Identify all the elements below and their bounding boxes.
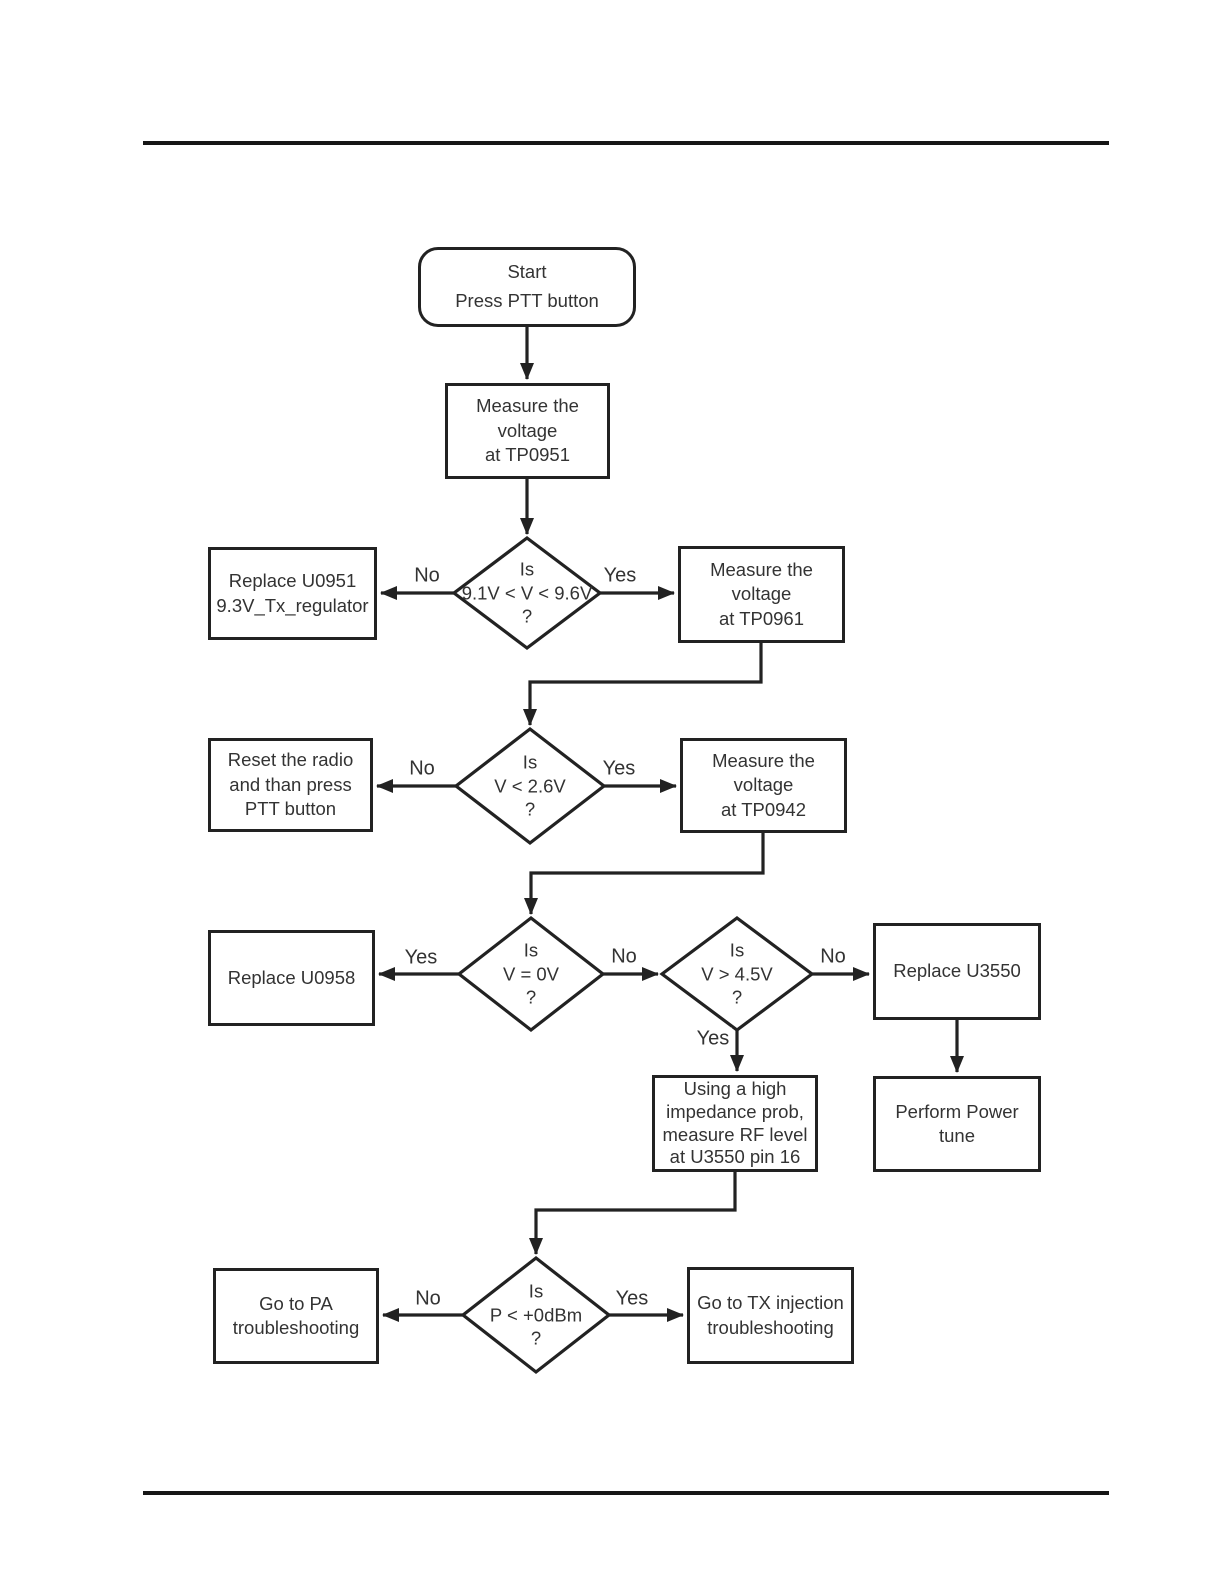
decision-diamond-p0dbm: [460, 1255, 612, 1375]
node-measure-tp0942: Measure the voltage at TP0942: [680, 738, 847, 833]
decision-text-v0: Is V = 0V ?: [502, 939, 560, 1008]
decision-diamond-v45: [659, 916, 815, 1032]
decision-text-tp0951: Is 9.1V < V < 9.6V ?: [461, 558, 593, 627]
edge-label-d5-yes: Yes: [613, 1287, 651, 1311]
edge-label-d3-yes: Yes: [402, 946, 440, 970]
edge-measure-tp0942-to-decision3: [524, 833, 765, 915]
decision-text-p0dbm: Is P < +0dBm ?: [489, 1280, 583, 1349]
edge-label-d4-no: No: [818, 945, 848, 969]
edge-label-d1-yes: Yes: [601, 564, 639, 588]
edge-label-d1-no: No: [412, 564, 442, 588]
node-measure-tp0951: Measure the voltage at TP0951: [445, 383, 610, 479]
decision-diamond-v26: [453, 726, 607, 846]
edge-measure-rf-to-decision5: [529, 1172, 737, 1255]
node-start: Start Press PTT button: [418, 247, 636, 327]
decision-text-v26: Is V < 2.6V ?: [494, 751, 566, 820]
node-replace-u0951: Replace U0951 9.3V_Tx_regulator: [208, 547, 377, 640]
edge-label-d2-no: No: [407, 757, 437, 781]
decision-diamond-tp0951: [451, 535, 603, 651]
edge-label-d3-no: No: [609, 945, 639, 969]
node-perform-power-tune: Perform Power tune: [873, 1076, 1041, 1172]
decision-diamond-v0: [456, 915, 606, 1033]
node-goto-tx-injection-troubleshooting: Go to TX injection troubleshooting: [687, 1267, 854, 1364]
edge-label-d4-yes: Yes: [694, 1027, 732, 1051]
node-replace-u3550: Replace U3550: [873, 923, 1041, 1020]
decision-text-v45: Is V > 4.5V ?: [701, 939, 773, 1008]
edge-label-d2-yes: Yes: [600, 757, 638, 781]
node-reset-radio: Reset the radio and than press PTT butto…: [208, 738, 373, 832]
edge-label-d5-no: No: [413, 1287, 443, 1311]
edge-measure-tp0961-to-decision2: [523, 643, 763, 726]
node-replace-u0958: Replace U0958: [208, 930, 375, 1026]
top-rule: [143, 141, 1109, 145]
node-goto-pa-troubleshooting: Go to PA troubleshooting: [213, 1268, 379, 1364]
node-measure-tp0961: Measure the voltage at TP0961: [678, 546, 845, 643]
node-measure-rf-level: Using a high impedance prob, measure RF …: [652, 1075, 818, 1172]
bottom-rule: [143, 1491, 1109, 1495]
